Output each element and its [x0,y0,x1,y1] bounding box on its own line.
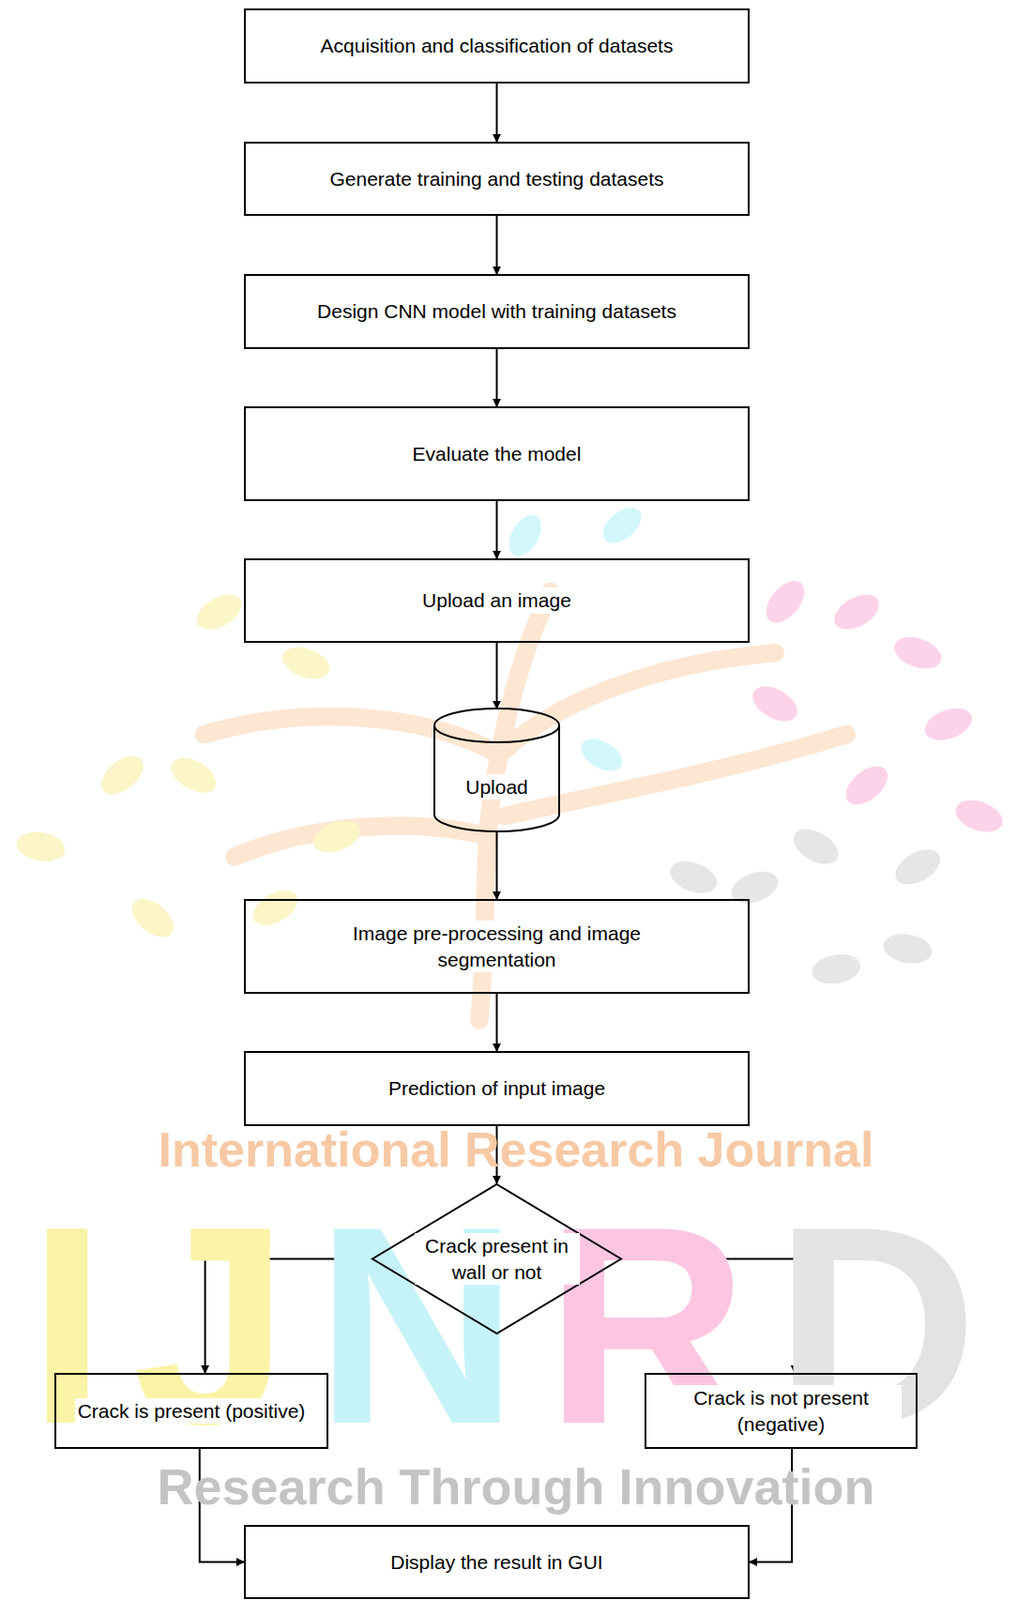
watermark-leaf [502,500,649,778]
watermark-leaf [758,574,813,631]
node-label: Evaluate the model [409,440,585,467]
watermark-leaf [94,748,152,803]
node-label: Crack is not present (negative) [661,1384,902,1437]
watermark-leaf [165,750,222,800]
decision-diamond: Crack present in wall or not [371,1183,623,1335]
result-box: Crack is not present (negative) [644,1372,918,1449]
node-label: Crack is present (positive) [75,1397,309,1424]
flow-arrow [496,642,499,709]
process-box: Image pre-processing and image segmentat… [243,898,750,994]
watermark-leaf [277,640,334,684]
result-box: Crack is present (positive) [54,1372,329,1449]
watermark-leaf [889,842,946,892]
node-label: Upload [462,774,532,800]
watermark-leaf [920,702,976,746]
node-label: Display the result in GUI [387,1548,606,1575]
node-label: Upload an image [419,587,575,613]
watermark-leaf [890,630,946,674]
cylinder-outline [434,708,560,832]
node-label: Design CNN model with training datasets [314,298,680,324]
process-box: Upload an image [243,558,750,643]
watermark-leaf [124,891,182,945]
flow-arrow [496,500,499,559]
process-box: Acquisition and classification of datase… [243,8,750,84]
flow-arrow [496,993,499,1051]
watermark-leaf [746,679,804,729]
watermark-leaf [828,587,885,637]
node-label: Acquisition and classification of datase… [318,32,677,59]
watermark-leaf [502,509,548,562]
node-label: Crack present in wall or not [414,1232,580,1285]
watermark-leaf [308,814,365,858]
flow-arrow [496,831,499,899]
node-label: Prediction of input image [385,1075,608,1101]
watermark-leaf [880,929,935,967]
process-box: Prediction of input image [243,1050,750,1126]
watermark-leaf [746,574,1007,838]
flow-arrow [496,215,499,274]
watermark-leaf [665,855,721,899]
output-box: Display the result in GUI [243,1524,750,1599]
flow-arrow [496,349,499,407]
watermark-leaf [787,821,844,871]
watermark-leaf [576,731,629,777]
watermark-leaf [951,793,1007,837]
process-box: Evaluate the model [243,406,750,501]
diamond-outline [372,1183,622,1334]
watermark-leaf [191,587,248,637]
watermark-leaf [665,821,946,987]
node-label: Generate training and testing datasets [326,166,667,192]
watermark-text: Research Through Innovation [0,1460,1032,1512]
flow-arrow [496,83,499,142]
watermark-leaf [838,758,896,813]
database-cylinder: Upload [433,708,561,832]
process-box: Generate training and testing datasets [243,141,750,216]
watermark-leaf [809,950,864,987]
watermark-leaf [596,500,649,550]
watermark-leaf [727,865,783,909]
process-box: Design CNN model with training datasets [243,273,750,350]
cylinder-outline [433,708,561,832]
watermark-leaf [246,882,304,932]
watermark-leaf [14,828,68,866]
node-label: Image pre-processing and image segmentat… [297,920,698,972]
watermark-branch [203,591,847,1020]
watermark-text: International Research Journal [0,1124,1032,1174]
